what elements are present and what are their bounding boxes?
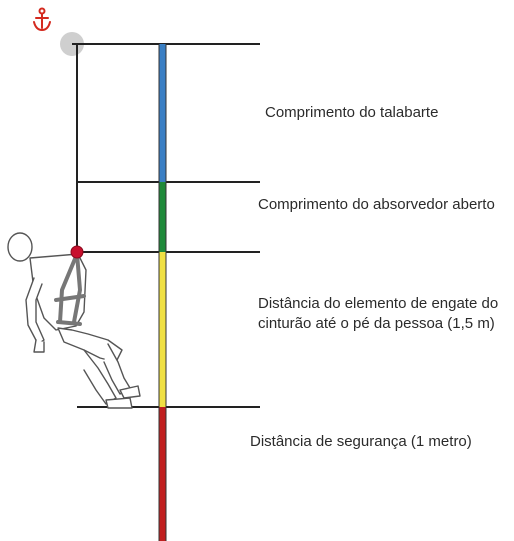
segment-safety (159, 407, 166, 541)
label-safety-distance: Distância de segurança (1 metro) (250, 433, 472, 450)
label-lanyard-length: Comprimento do talabarte (265, 104, 439, 121)
attachment-point-icon (70, 245, 84, 259)
harness-icon (54, 252, 86, 326)
segment-harness (159, 252, 166, 407)
segment-lanyard (159, 44, 166, 182)
anchor-icon (33, 7, 51, 32)
segment-absorber (159, 182, 166, 252)
label-harness-distance: Distância do elemento de engate do cintu… (258, 295, 499, 332)
fallen-worker-icon (7, 232, 141, 409)
label-absorber-length: Comprimento do absorvedor aberto (258, 196, 495, 213)
